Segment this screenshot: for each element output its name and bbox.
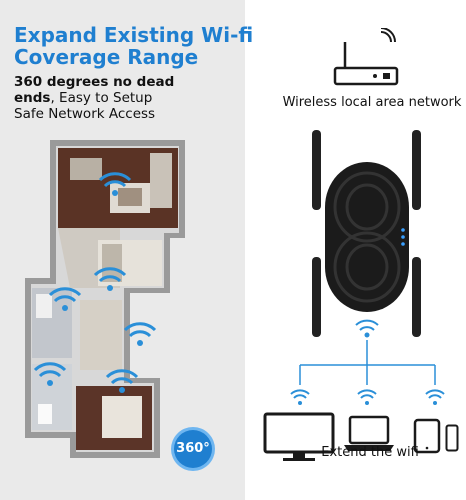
wifi-icon xyxy=(290,389,310,405)
wifi-icon xyxy=(123,322,157,346)
headline-line-2: Coverage Range xyxy=(14,45,199,69)
wifi-icon xyxy=(357,389,377,405)
phone-icon xyxy=(445,424,459,452)
wifi-icon xyxy=(425,389,445,405)
subhead: 360 degrees no dead ends, Easy to Setup … xyxy=(14,74,249,122)
headline-line-1: Expand Existing Wi-fi xyxy=(14,23,254,47)
wifi-icon xyxy=(48,287,82,311)
extend-label: Extend the wifi xyxy=(321,445,419,460)
right-panel: Wireless local area network xyxy=(245,0,466,500)
router-icon xyxy=(333,28,399,86)
wifi-icon xyxy=(105,369,139,393)
subhead-bold-2: ends xyxy=(14,90,51,106)
monitor-icon xyxy=(263,412,335,461)
headline: Expand Existing Wi-fi Coverage Range xyxy=(14,24,254,68)
network-lines xyxy=(290,319,445,405)
left-panel: Expand Existing Wi-fi Coverage Range 360… xyxy=(0,0,253,500)
subhead-rest-2: Safe Network Access xyxy=(14,106,156,122)
subhead-rest-1: , Easy to Setup xyxy=(50,90,153,106)
subhead-bold-1: 360 degrees no dead xyxy=(14,74,175,90)
floorplan-illustration xyxy=(25,140,185,458)
wifi-icon xyxy=(93,267,127,291)
wifi-icon xyxy=(355,319,379,338)
wifi-icon xyxy=(98,172,132,196)
wifi-icon xyxy=(33,362,67,386)
tablet-icon xyxy=(413,418,441,454)
laptop-icon xyxy=(344,415,394,451)
wifi-extender-icon xyxy=(312,130,421,337)
wlan-label: Wireless local area network xyxy=(282,95,462,110)
360-badge: 360° xyxy=(174,430,212,468)
